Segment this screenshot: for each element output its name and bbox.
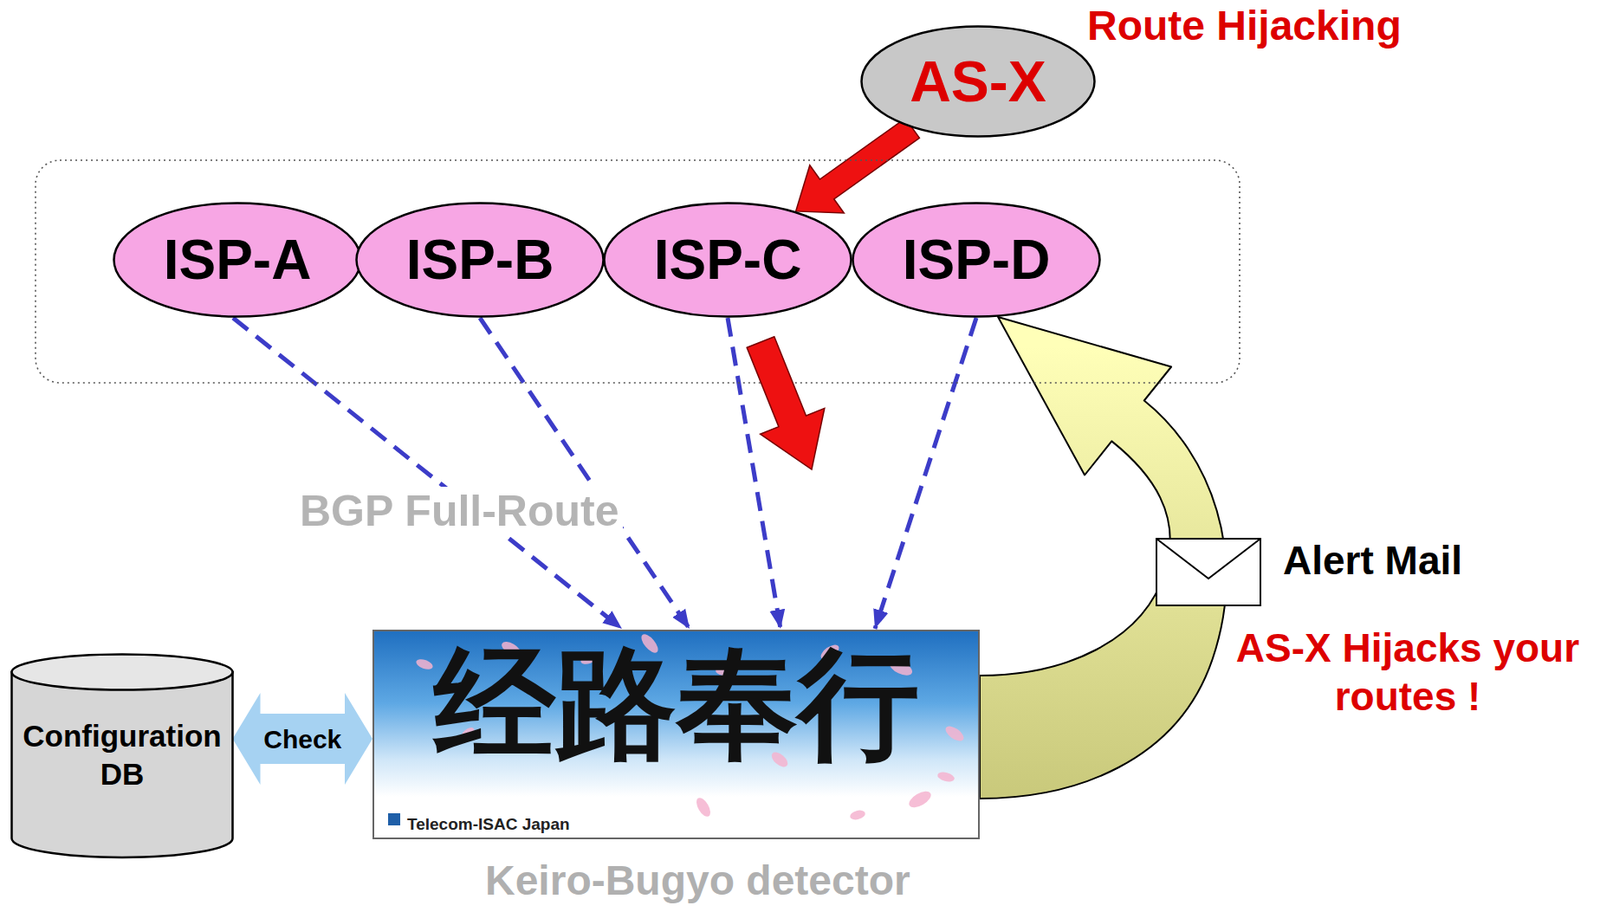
ellipse-outline <box>604 203 852 318</box>
hijack-propagation-arrow <box>746 336 825 470</box>
detector-title: 经路奉行 <box>434 636 920 771</box>
hijack-arrow <box>796 118 920 214</box>
bgp-feed-line <box>874 317 977 629</box>
isp-group-frame <box>35 160 1240 383</box>
banner-background <box>373 630 979 839</box>
hijack-title: Route Hijacking <box>1087 1 1402 50</box>
isp-name: ISP-A <box>163 232 312 288</box>
database-cylinder-outline <box>10 653 234 858</box>
sakura-petal <box>906 788 933 811</box>
bgp-feed-line <box>479 317 690 629</box>
attacker-as-ellipse: AS-X <box>860 25 1096 138</box>
sakura-petal <box>414 657 435 672</box>
logo-text: Telecom-ISAC Japan <box>407 816 571 833</box>
alert-message: AS-X Hijacks your routes ! <box>1221 623 1594 721</box>
bgp-feed-line <box>233 317 622 629</box>
ellipse-outline <box>861 26 1095 137</box>
logo-mark <box>388 813 401 826</box>
isp-name: ISP-B <box>406 232 555 288</box>
mail-envelope <box>1156 538 1261 606</box>
feed-label: BGP Full-Route <box>296 486 623 538</box>
sakura-petal <box>943 723 967 745</box>
sakura-petal <box>848 809 867 822</box>
as-name: AS-X <box>909 52 1047 111</box>
detector-caption: Keiro-Bugyo detector <box>485 858 911 905</box>
ellipse-outline <box>853 203 1101 318</box>
cylinder-body <box>12 672 234 858</box>
sakura-petal <box>693 796 713 820</box>
cylinder-top <box>12 654 234 691</box>
detector-banner: 经路奉行Telecom-ISAC JapanKeiro-Bugyo detect… <box>372 629 980 840</box>
check-arrow <box>233 693 374 785</box>
check-label: Check <box>261 725 344 754</box>
sakura-petal <box>936 770 956 784</box>
isp-ellipse: ISP-B <box>355 201 605 318</box>
isp-ellipse: ISP-C <box>602 201 853 318</box>
isp-ellipse: ISP-D <box>851 201 1102 318</box>
database-name: Configuration DB <box>22 717 221 794</box>
ellipse-outline <box>114 203 362 318</box>
alert-label: Alert Mail <box>1280 538 1465 583</box>
database-cylinder: Configuration DB <box>10 653 234 858</box>
isp-name: ISP-C <box>654 232 803 288</box>
ellipse-outline <box>356 203 604 318</box>
isp-ellipse: ISP-A <box>112 201 363 318</box>
isp-name: ISP-D <box>902 232 1051 288</box>
envelope-flap <box>1156 538 1261 579</box>
